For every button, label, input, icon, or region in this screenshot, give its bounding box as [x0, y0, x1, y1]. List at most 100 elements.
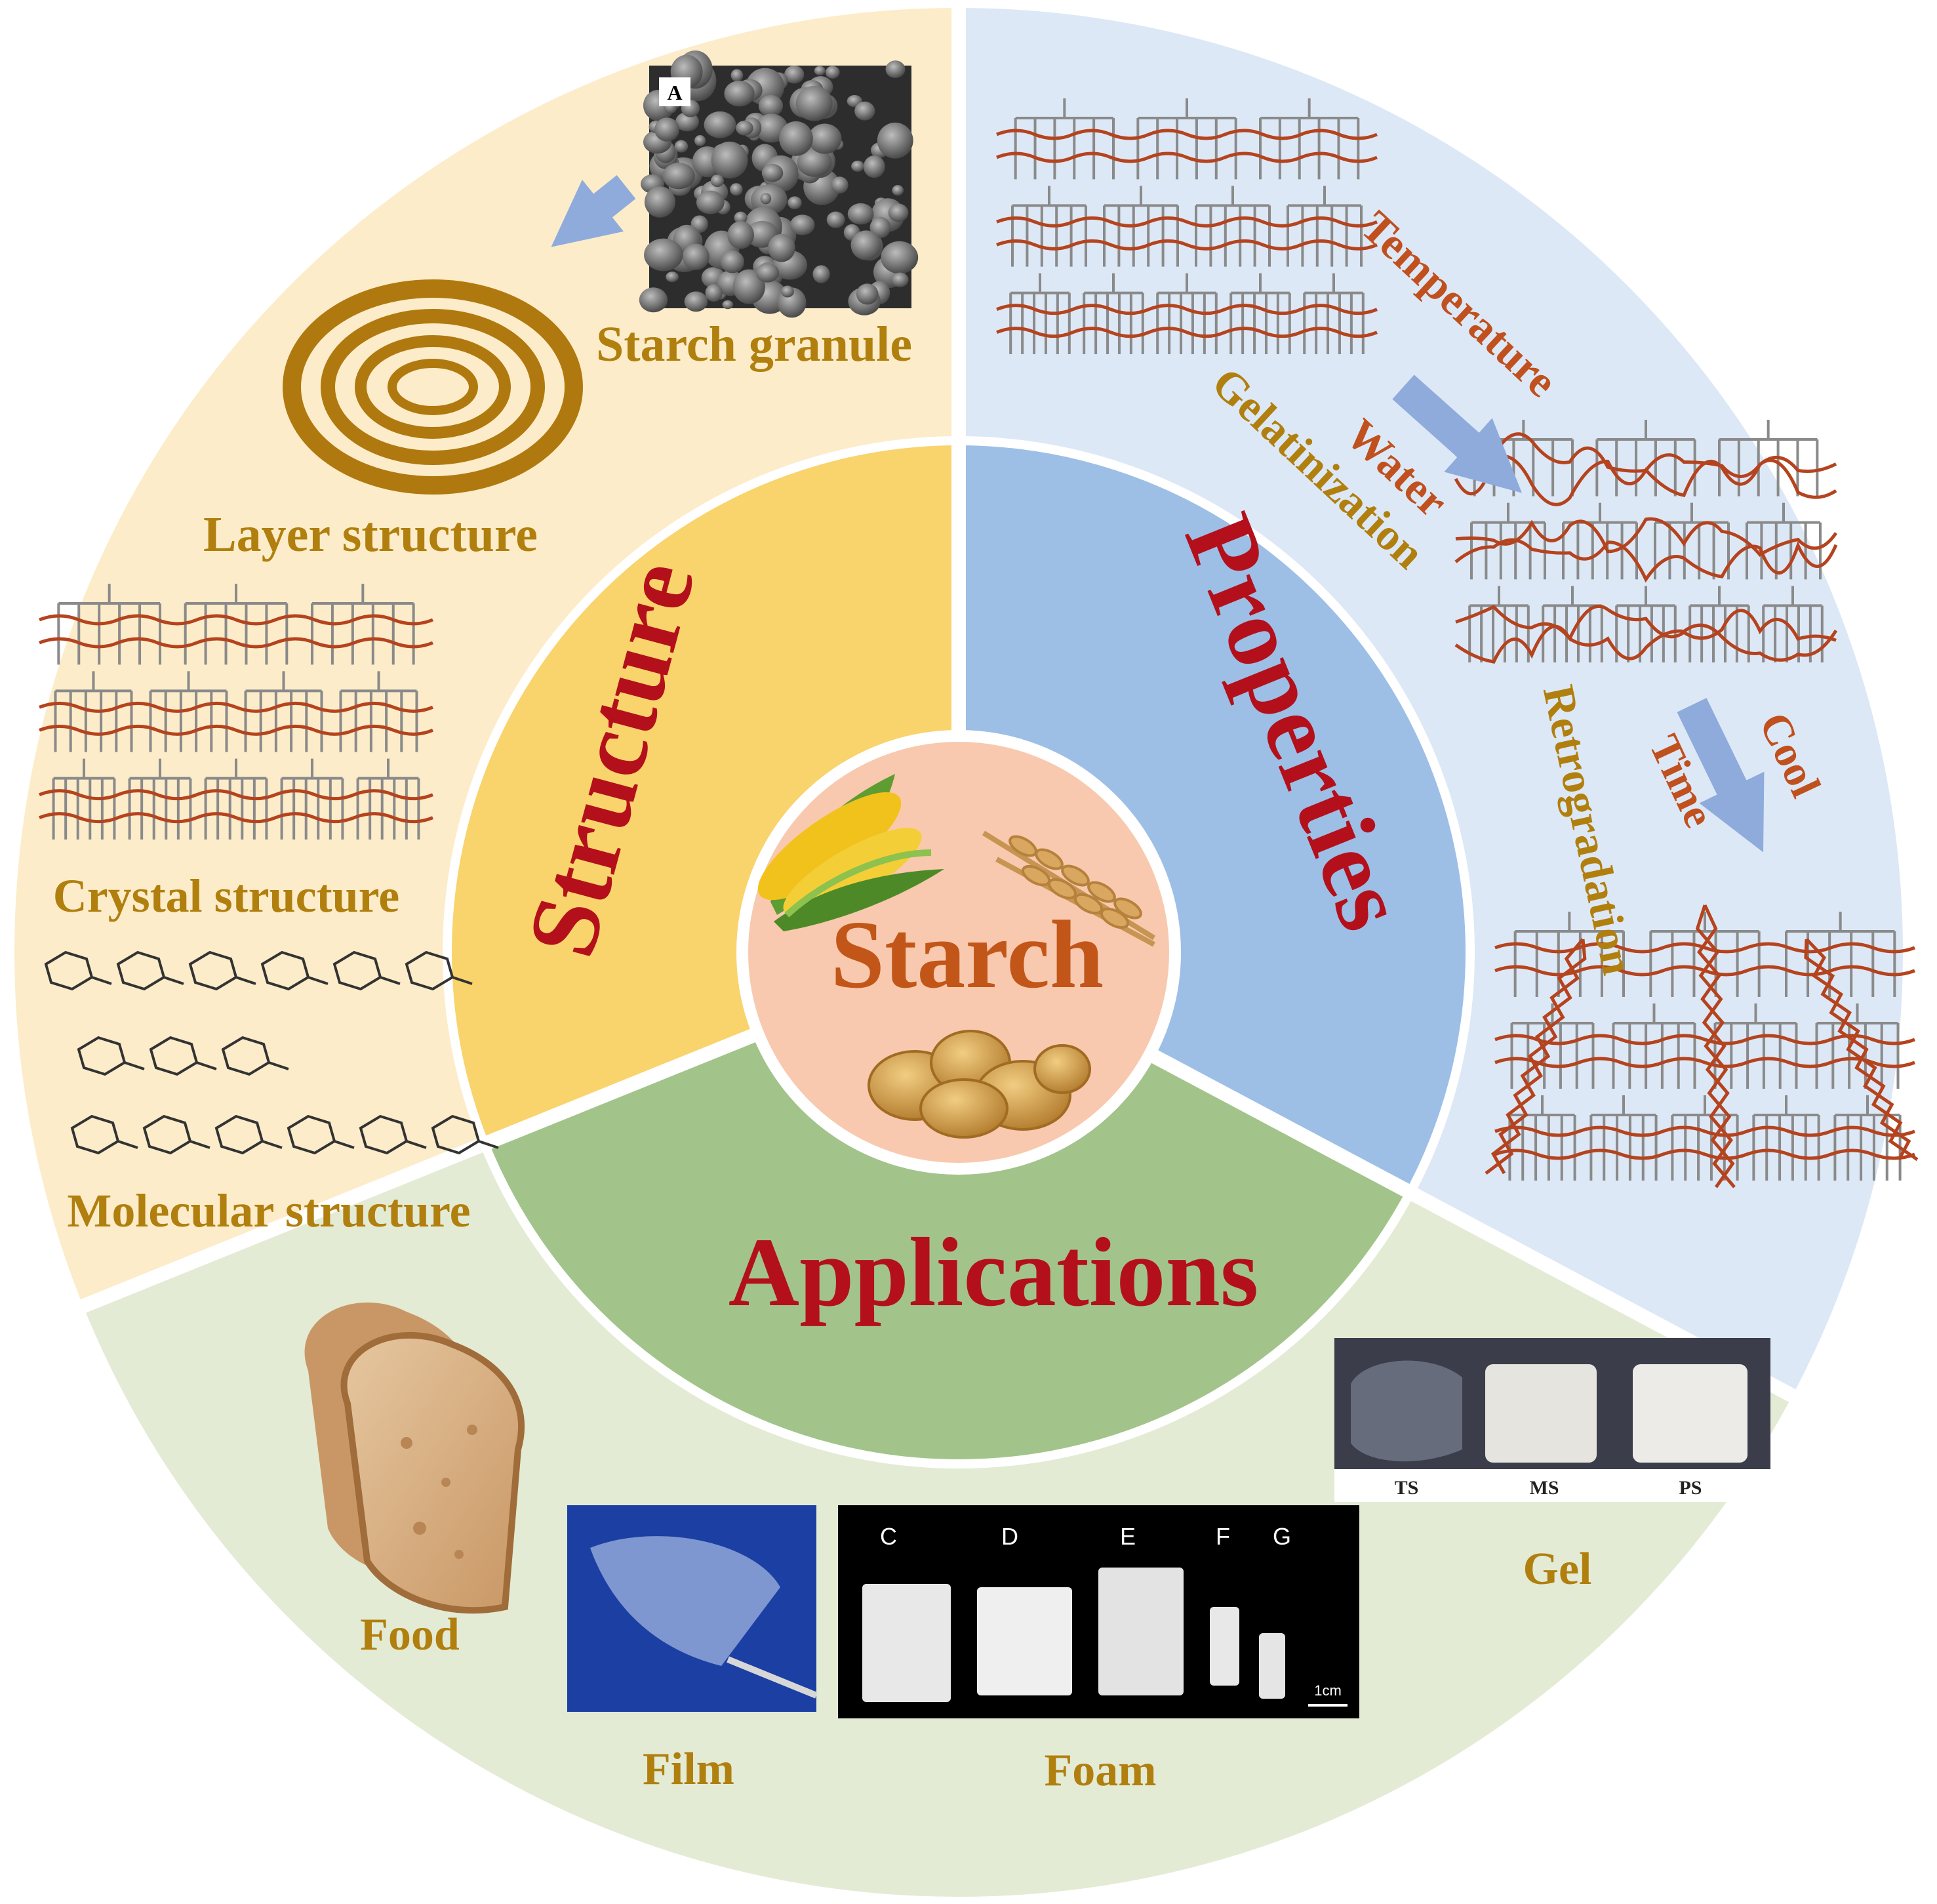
crystal-structure-label: Crystal structure	[53, 870, 400, 922]
granule-mark	[696, 190, 725, 214]
branch-mark	[1649, 912, 1761, 997]
granule-mark	[736, 120, 753, 136]
crystal-structure-diagram	[39, 584, 433, 840]
chain-mark	[996, 327, 1378, 338]
glucose-ring-mark	[149, 1036, 217, 1076]
glucose-ring-mark	[44, 950, 112, 991]
branch-mark	[1195, 186, 1271, 267]
branch-mark	[311, 584, 415, 665]
glucose-ring-mark	[260, 950, 329, 991]
film-photo	[567, 1505, 818, 1712]
glucose-ring-mark	[359, 1114, 427, 1155]
granule-mark	[888, 203, 909, 222]
granule-mark	[704, 111, 736, 138]
chain-mark	[1494, 1148, 1915, 1160]
gel-sample-label: PS	[1679, 1477, 1702, 1499]
glucose-ring-mark	[116, 950, 184, 991]
chain-mark	[39, 789, 433, 801]
granule-mark	[797, 148, 832, 177]
branch-mark	[52, 758, 116, 840]
branch-mark	[339, 671, 418, 752]
branch-mark	[1589, 1095, 1658, 1181]
branch-mark	[1083, 273, 1144, 354]
granule-mark	[825, 66, 840, 79]
branch-mark	[128, 758, 192, 840]
granule-mark	[761, 163, 784, 182]
branch-mark	[1259, 98, 1360, 180]
granule-mark	[850, 230, 881, 260]
granule-mark	[724, 80, 755, 107]
granule-mark	[711, 141, 748, 179]
chain-mark	[1454, 538, 1838, 583]
granule-mark	[674, 140, 689, 153]
granule-mark	[808, 123, 842, 154]
granule-mark	[675, 111, 699, 132]
foam-label: Foam	[1044, 1745, 1156, 1796]
granule-mark	[644, 186, 675, 218]
granule-mark	[644, 238, 683, 272]
branch-mark	[204, 758, 268, 840]
applications-title: Applications	[729, 1218, 1259, 1327]
branch-mark	[1009, 273, 1071, 354]
foam-sample-label: E	[1120, 1523, 1136, 1550]
chain-mark	[39, 637, 433, 649]
chain-mark	[1455, 605, 1837, 642]
granule-mark	[814, 66, 826, 75]
granule-mark	[705, 284, 723, 302]
corn-icon	[757, 774, 944, 931]
wheat-icon	[982, 830, 1156, 947]
glucose-ring-mark	[142, 1114, 210, 1155]
foam-scale-label: 1cm	[1314, 1682, 1342, 1699]
applications-inner-sector	[484, 952, 1410, 1464]
gelatinization-arrow	[1392, 375, 1523, 493]
branch-mark	[1229, 273, 1291, 354]
granule-mark	[856, 283, 879, 305]
granule-mark	[760, 193, 772, 205]
granule-mark	[847, 203, 874, 225]
granule-mark	[869, 216, 891, 239]
granule-mark	[768, 233, 795, 262]
chain-mark	[1455, 517, 1838, 557]
layer-rings-icon	[283, 279, 583, 495]
potato-icon	[868, 1030, 1091, 1139]
helix-mark	[1805, 938, 1911, 1161]
granule-mark	[722, 300, 734, 310]
granule-mark	[694, 134, 706, 146]
granule-mark	[730, 69, 744, 82]
chain-mark	[39, 724, 433, 736]
gel-label: Gel	[1523, 1544, 1592, 1594]
granule-mark	[758, 94, 784, 117]
gel-sample-label: TS	[1395, 1477, 1419, 1499]
film-label: Film	[643, 1744, 734, 1794]
chain-mark	[1454, 623, 1838, 664]
granule-mark	[639, 287, 668, 313]
branch-mark	[244, 671, 323, 752]
helix-mark	[1697, 904, 1735, 1188]
granule-mark	[788, 196, 802, 210]
granule-mark	[795, 85, 833, 121]
granule-mark	[812, 265, 830, 283]
granule-mark	[654, 117, 680, 142]
granule-mark	[727, 221, 754, 249]
starch-granule-label: Starch granule	[596, 317, 912, 372]
branch-mark	[1468, 586, 1530, 662]
glucose-ring-mark	[188, 950, 256, 991]
molecular-structure-diagram	[44, 950, 499, 1155]
granule-mark	[684, 291, 708, 312]
layer-structure-label: Layer structure	[203, 507, 538, 562]
granule-mark	[720, 250, 744, 273]
foam-sample-label: F	[1216, 1523, 1230, 1550]
granule-mark	[863, 155, 885, 178]
chain-mark	[1494, 1125, 1915, 1137]
granule-mark	[734, 211, 748, 224]
center-label: Starch	[831, 901, 1104, 1009]
granule-to-layer-arrow	[551, 175, 636, 247]
branch-mark	[1014, 98, 1115, 180]
granule-mark	[666, 272, 679, 283]
glucose-ring-mark	[431, 1114, 499, 1155]
branch-mark	[1815, 1003, 1900, 1089]
chain-mark	[1494, 942, 1915, 954]
inner-ring-border	[443, 436, 1475, 1469]
granule-mark	[851, 160, 864, 172]
branch-mark	[1287, 186, 1363, 267]
